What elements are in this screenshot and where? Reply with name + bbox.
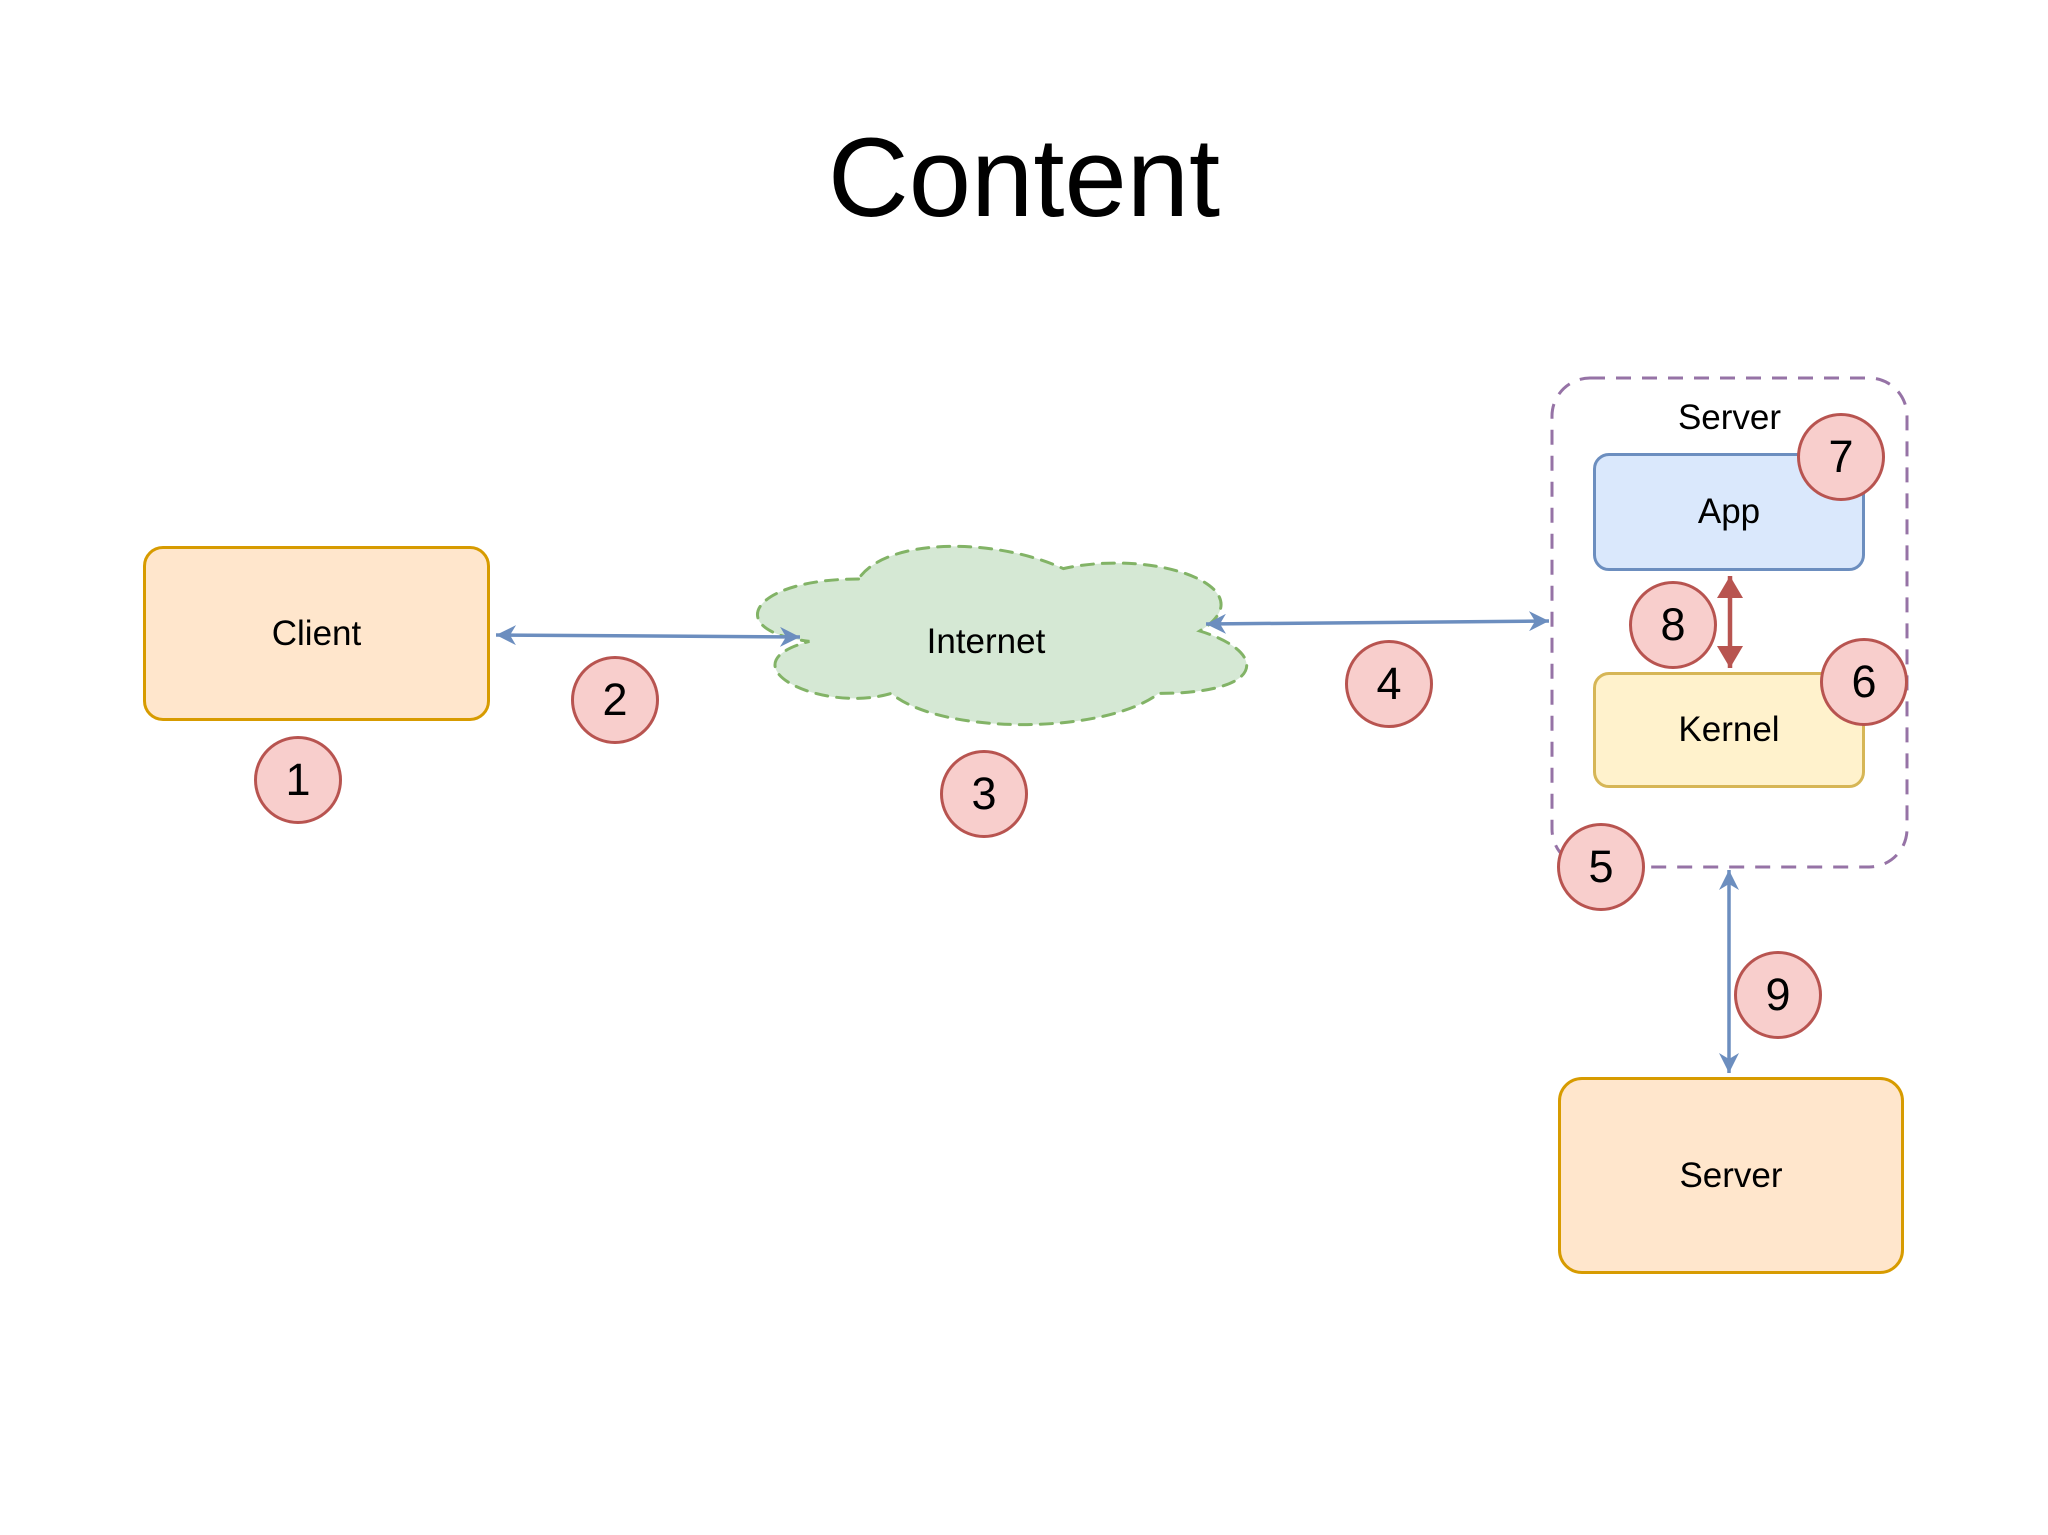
internet-label: Internet xyxy=(926,622,1046,661)
step-badge-1: 1 xyxy=(254,736,342,824)
internet-cloud xyxy=(756,544,1249,727)
server-group-container xyxy=(1550,376,1909,869)
page-title: Content xyxy=(827,115,1221,240)
step-badge-6: 6 xyxy=(1820,638,1908,726)
server-group-label: Server xyxy=(1677,398,1782,437)
step-badge-7: 7 xyxy=(1797,413,1885,501)
step-badge-5: 5 xyxy=(1557,823,1645,911)
arrow-internet-server xyxy=(1205,611,1550,634)
node-server-label: Server xyxy=(1679,1155,1783,1195)
node-client-label: Client xyxy=(271,613,362,653)
step-badge-2: 2 xyxy=(571,656,659,744)
step-badge-3: 3 xyxy=(940,750,1028,838)
step-badge-4: 4 xyxy=(1345,640,1433,728)
node-app-label: App xyxy=(1697,492,1761,531)
node-kernel-label: Kernel xyxy=(1678,710,1780,749)
arrow-client-internet xyxy=(495,625,801,647)
step-badge-9: 9 xyxy=(1734,951,1822,1039)
node-kernel: Kernel xyxy=(1593,672,1865,788)
node-server: Server xyxy=(1558,1077,1904,1274)
step-badge-8: 8 xyxy=(1629,581,1717,669)
node-client: Client xyxy=(143,546,490,721)
